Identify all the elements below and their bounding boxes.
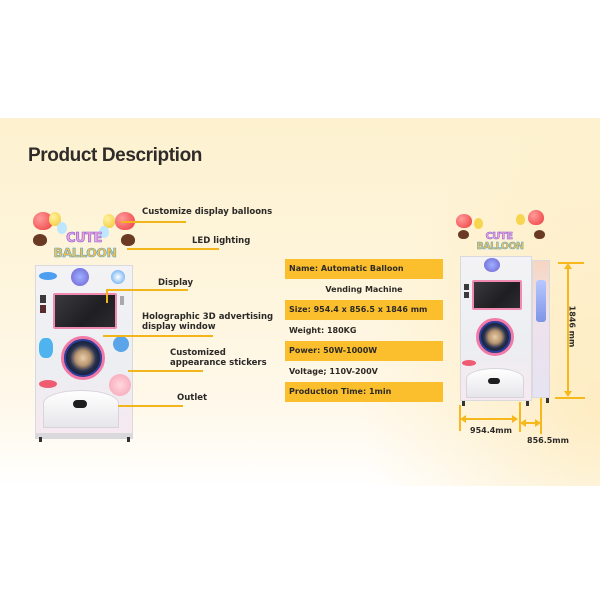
callout-holographic: Holographic 3D advertising display windo…	[142, 312, 282, 332]
height-label: 1846 mm	[567, 305, 577, 348]
logo-balloon: BALLOON	[476, 241, 524, 252]
callout-outlet: Outlet	[177, 393, 208, 403]
astronaut-sticker	[484, 258, 500, 272]
holographic-window	[61, 336, 105, 380]
spec-table: Name: Automatic Balloon Vending Machine …	[285, 259, 443, 403]
width-dimension-line	[465, 418, 513, 420]
spec-row-power: Power: 50W-1000W	[285, 341, 443, 361]
logo-balloon: BALLOON	[53, 245, 117, 260]
balloon-icon	[57, 222, 67, 234]
balloon-heart-icon	[33, 234, 47, 246]
outlet-slot	[73, 400, 87, 408]
outlet-slot	[488, 378, 500, 384]
balloon-icon	[103, 214, 115, 228]
logo-cute: CUTE	[485, 231, 513, 242]
display-screen	[472, 280, 522, 310]
balloon-icon	[474, 218, 483, 229]
height-dimension-line	[567, 268, 569, 392]
callout-stickers: Customized appearance stickers	[170, 348, 270, 368]
coin-slot	[464, 284, 469, 290]
balloon-heart-icon	[33, 212, 53, 230]
callout-balloons: Customize display balloons	[142, 207, 273, 217]
arrow-right-icon	[512, 415, 518, 423]
callout-holographic-label: Holographic 3D advertising display windo…	[142, 312, 274, 332]
balloon-heart-icon	[121, 234, 135, 246]
callout-line	[118, 405, 183, 407]
rocket-sticker	[111, 270, 125, 284]
wheel	[127, 437, 130, 442]
wheel	[526, 401, 529, 406]
width-label: 954.4mm	[470, 426, 512, 435]
planet-sticker	[462, 360, 476, 366]
balloon-heart-icon	[458, 230, 469, 239]
callout-line	[128, 370, 203, 372]
machine-base	[35, 434, 133, 439]
outlet-door	[43, 390, 119, 428]
spec-row-production-time: Production Time: 1min	[285, 382, 443, 402]
width-ext-left	[459, 405, 461, 431]
spec-row-weight: Weight: 180KG	[289, 325, 357, 335]
width-ext-right	[519, 402, 521, 432]
machine-illustration-angled: CUTE BALLOON	[454, 208, 554, 408]
machine-illustration-front: CUTE BALLOON	[33, 208, 138, 444]
coin-slot	[40, 295, 46, 303]
bill-acceptor	[40, 305, 46, 313]
wheel	[546, 398, 549, 403]
callout-led: LED lighting	[192, 236, 251, 246]
balloon-heart-icon	[456, 214, 472, 228]
display-screen	[53, 293, 117, 329]
callout-line	[103, 335, 213, 337]
callout-line	[121, 221, 186, 223]
depth-label: 856.5mm	[527, 436, 569, 445]
holographic-window	[476, 318, 514, 356]
callout-line	[127, 248, 219, 250]
spec-row-name: Name: Automatic Balloon	[285, 259, 443, 279]
arrow-left-icon	[520, 419, 526, 427]
side-window	[536, 280, 546, 322]
bill-acceptor	[464, 292, 469, 298]
ufo-sticker	[39, 272, 57, 280]
arrow-down-icon	[564, 391, 572, 397]
balloon-heart-icon	[534, 230, 545, 239]
cloud-sticker	[113, 336, 129, 352]
astronaut-sticker	[71, 268, 89, 286]
spec-row-voltage: Voltage; 110V-200V	[289, 366, 378, 376]
wheel	[39, 437, 42, 442]
spec-row-size: Size: 954.4 x 856.5 x 1846 mm	[285, 300, 443, 320]
callout-stickers-label: Customized appearance stickers	[170, 348, 267, 368]
planet-sticker	[39, 380, 57, 388]
callout-line	[106, 289, 108, 303]
page-title: Product Description	[28, 145, 202, 166]
balloon-icon	[516, 214, 525, 225]
wheel	[462, 401, 465, 406]
height-ext-bottom	[555, 397, 585, 399]
card-reader	[120, 296, 124, 305]
depth-ext-right	[540, 398, 542, 434]
callout-display: Display	[158, 278, 194, 288]
rocket-sticker	[39, 338, 53, 358]
depth-dimension-line	[524, 422, 536, 424]
height-ext-top	[558, 262, 584, 264]
balloon-icon	[99, 226, 109, 238]
callout-line	[106, 289, 188, 291]
balloon-heart-icon	[528, 210, 544, 225]
logo-cute: CUTE	[66, 231, 103, 246]
spec-row-name-cont: Vending Machine	[325, 284, 403, 294]
bubble-sticker	[109, 374, 131, 396]
arrow-left-icon	[460, 415, 466, 423]
arrow-right-icon	[535, 419, 541, 427]
arrow-up-icon	[564, 263, 572, 269]
